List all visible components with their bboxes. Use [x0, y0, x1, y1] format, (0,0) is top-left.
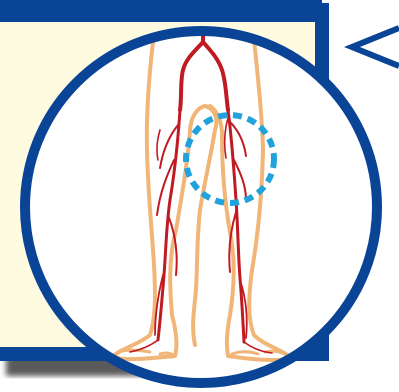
chevron-left-icon: [352, 28, 399, 66]
info-panel-header: [0, 0, 322, 22]
